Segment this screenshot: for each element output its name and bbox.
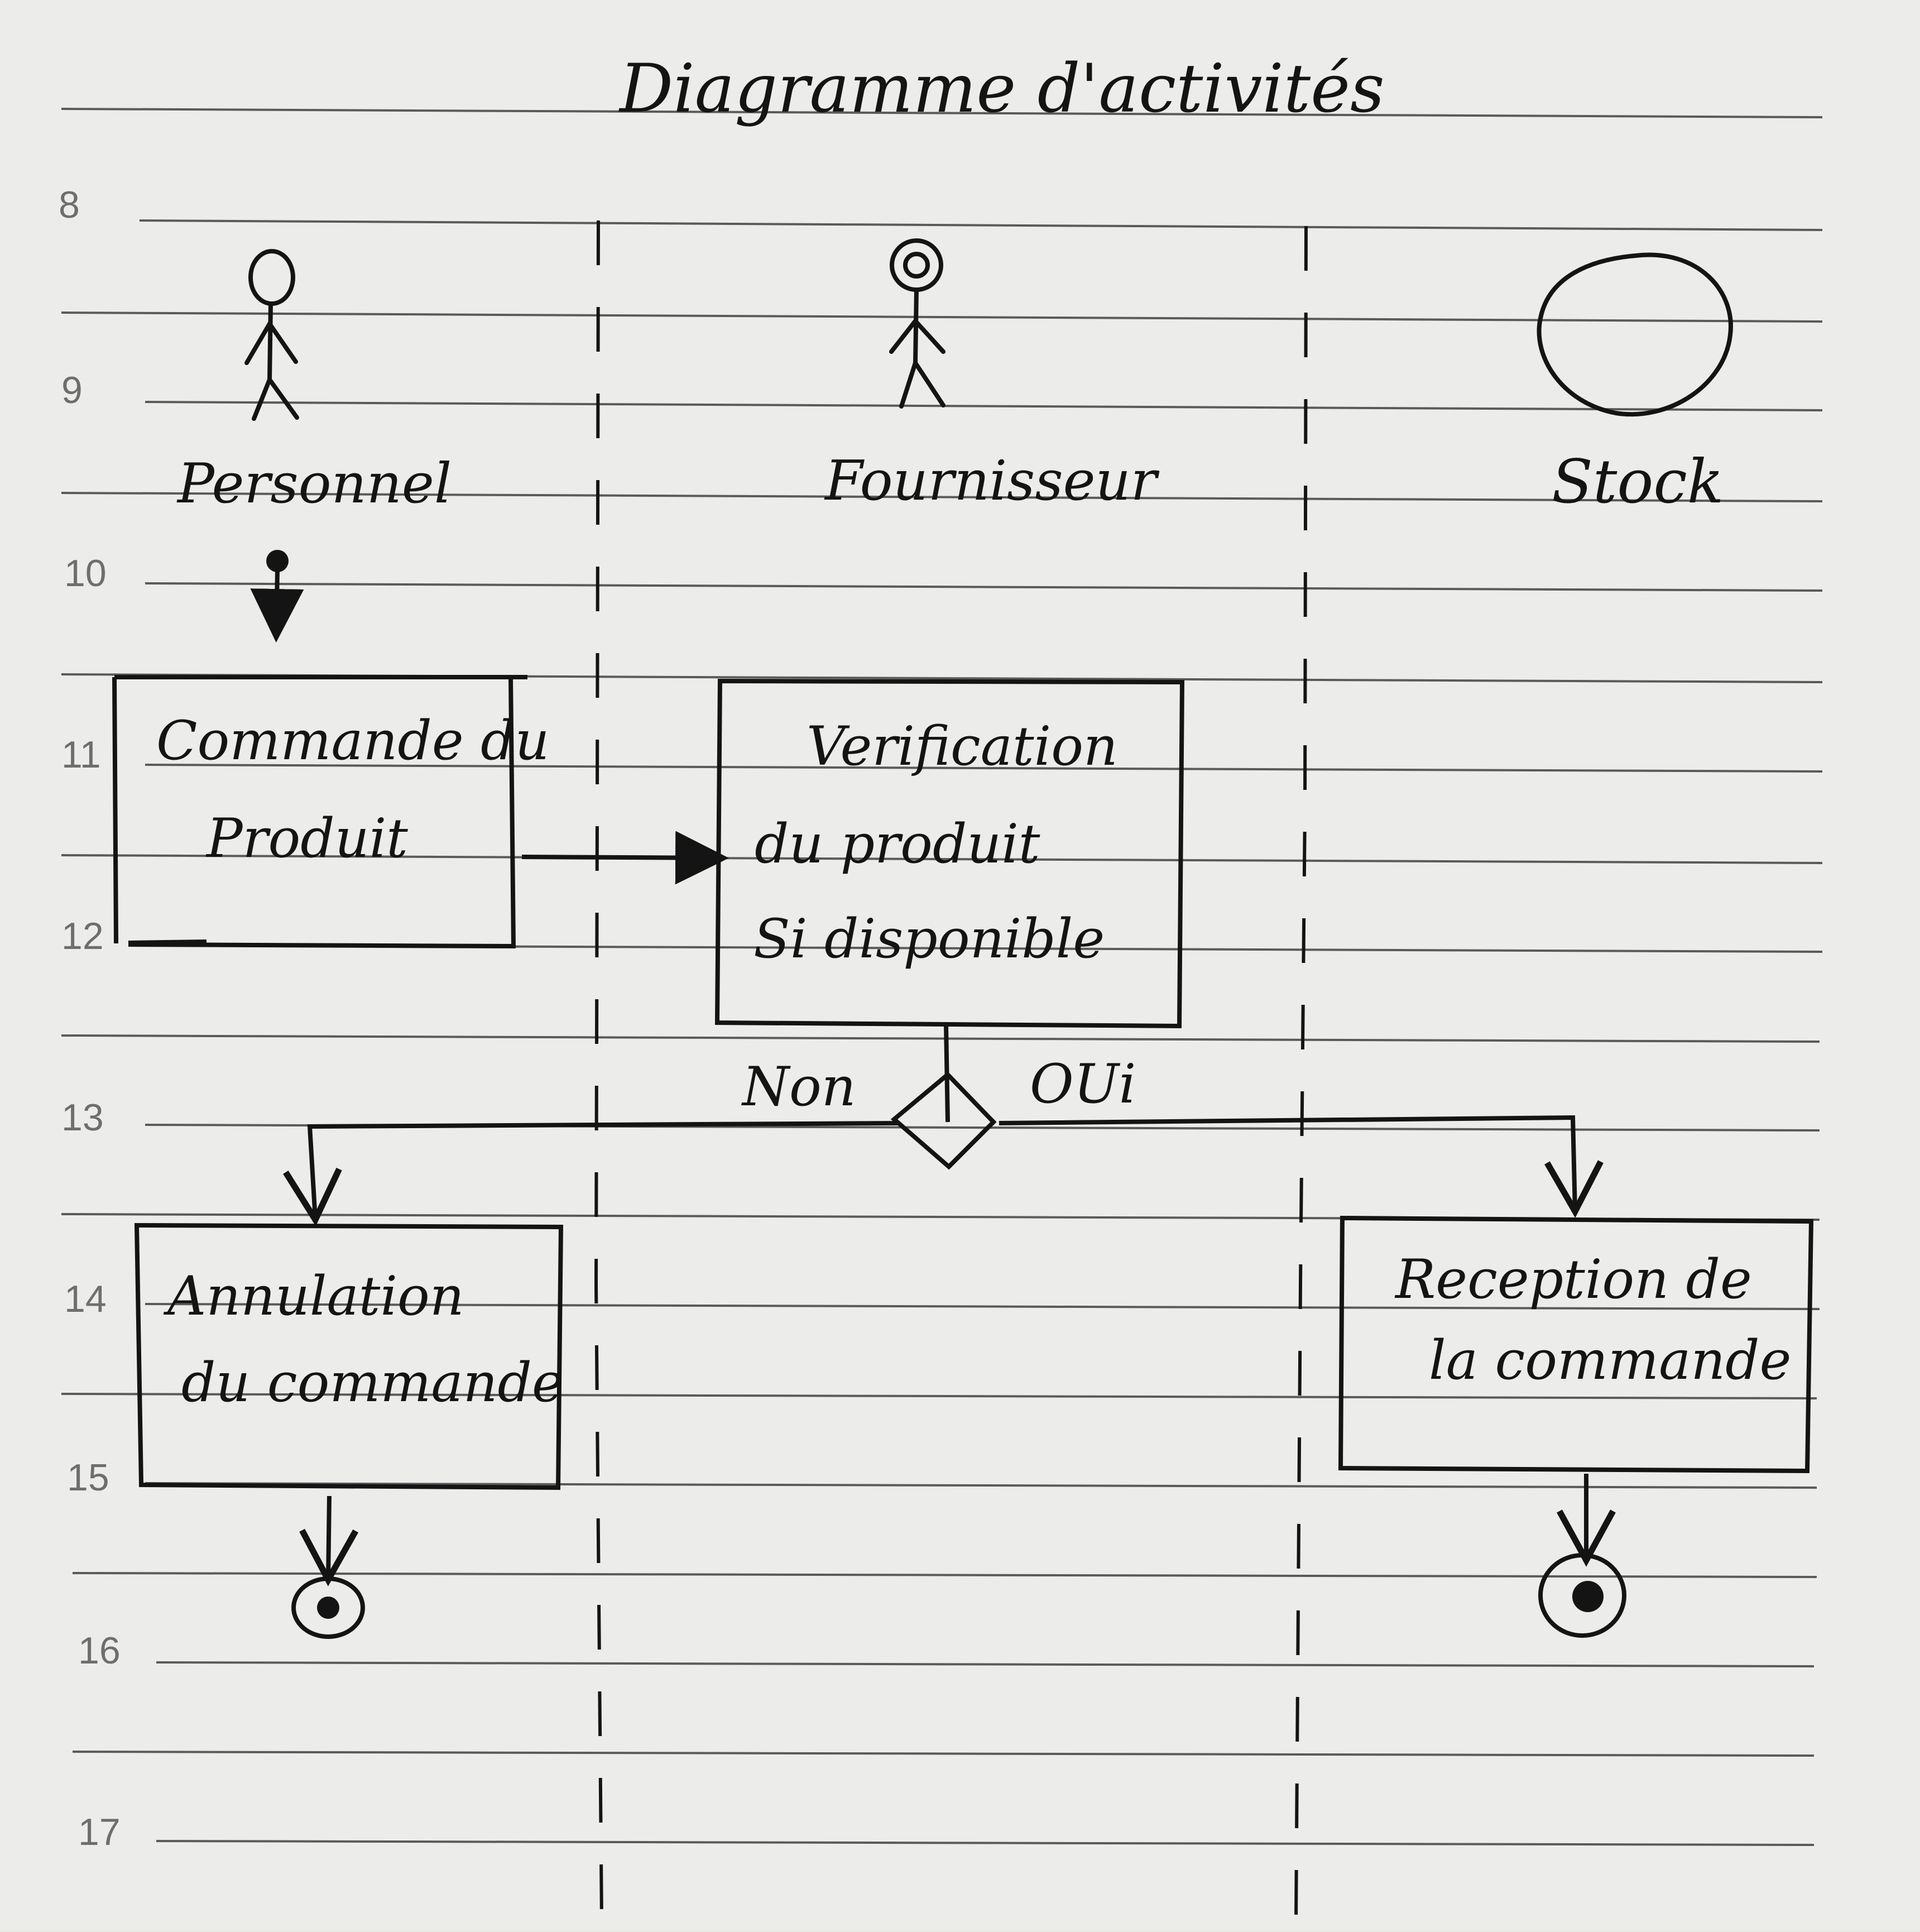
activity-commande: Commande du Produit bbox=[112, 675, 549, 949]
hour-label: 10 bbox=[64, 552, 107, 595]
hour-label: 14 bbox=[64, 1278, 107, 1320]
activity-label: Commande du bbox=[156, 709, 549, 772]
hour-label: 17 bbox=[78, 1811, 121, 1853]
flow-arrow-no bbox=[283, 1121, 899, 1226]
final-node-annulation bbox=[291, 1495, 365, 1639]
final-node-reception bbox=[1538, 1474, 1626, 1638]
activity-reception: Reception de la commande bbox=[1338, 1215, 1814, 1474]
lane-personnel-header bbox=[244, 249, 299, 421]
flow-arrow-yes bbox=[999, 1115, 1604, 1218]
lane-fournisseur-header bbox=[889, 238, 945, 409]
ruled-lines bbox=[61, 108, 1823, 1846]
activity-label: Reception de bbox=[1394, 1248, 1752, 1311]
stick-figure-icon bbox=[244, 249, 299, 421]
activity-label: Si disponible bbox=[753, 908, 1105, 970]
stick-figure-icon bbox=[889, 238, 945, 409]
activity-label: Produit bbox=[205, 807, 408, 870]
decision-label-yes: OUi bbox=[1030, 1053, 1136, 1115]
activity-label: du produit bbox=[755, 813, 1040, 875]
lane-stock-header bbox=[1537, 252, 1733, 417]
hour-label: 12 bbox=[61, 915, 104, 957]
page-title: Diagramme d'activités bbox=[618, 50, 1385, 128]
hour-labels: 8 9 10 11 12 13 14 15 16 17 bbox=[59, 184, 121, 1853]
hour-label: 8 bbox=[59, 184, 80, 226]
circle-icon bbox=[1537, 252, 1733, 417]
swimlane-separators bbox=[594, 220, 1308, 1921]
lane-label-fournisseur: Fournisseur bbox=[824, 449, 1160, 513]
activity-label: la commande bbox=[1429, 1329, 1791, 1392]
activity-label: Annulation bbox=[163, 1265, 464, 1327]
hour-label: 16 bbox=[78, 1629, 121, 1672]
hour-label: 9 bbox=[61, 369, 83, 411]
hour-label: 11 bbox=[61, 734, 101, 776]
flow-arrow bbox=[521, 831, 729, 885]
initial-node bbox=[250, 550, 304, 643]
hour-label: 15 bbox=[67, 1456, 109, 1499]
decision-label-no: Non bbox=[741, 1056, 856, 1118]
lane-label-personnel: Personnel bbox=[176, 452, 452, 516]
lane-label-stock: Stock bbox=[1552, 447, 1724, 517]
decision-node bbox=[890, 1024, 997, 1170]
activity-verification: Verification du produit Si disponible bbox=[714, 678, 1185, 1029]
hour-label: 13 bbox=[61, 1096, 104, 1139]
activity-label: Verification bbox=[807, 715, 1118, 778]
activity-annulation: Annulation du commande bbox=[134, 1223, 564, 1490]
activity-label: du commande bbox=[181, 1351, 564, 1414]
